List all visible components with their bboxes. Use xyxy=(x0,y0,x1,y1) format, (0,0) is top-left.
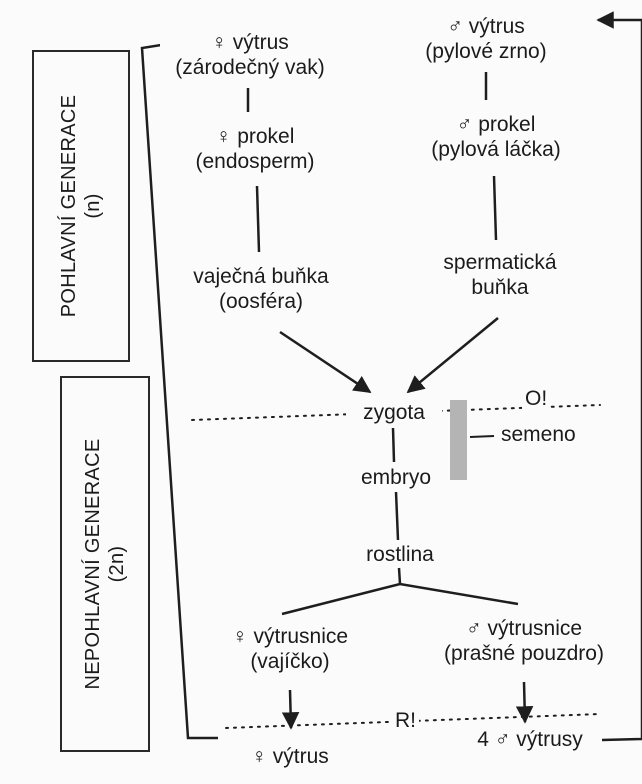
sperm-cell-node: spermatická buňka xyxy=(420,250,580,300)
seed-leader-line xyxy=(469,435,495,438)
female-prothallus-to-egg xyxy=(255,185,261,253)
female-sporangium-node: ♀ výtrusnice (vajíčko) xyxy=(206,624,374,674)
egg-cell-node: vaječná buňka (oosféra) xyxy=(170,264,352,314)
female-spore-result-node: ♀ výtrus xyxy=(234,744,346,769)
plant-node: rostlina xyxy=(350,542,450,567)
diploid-generation-box: NEPOHLAVNÍ GENERACE (2n) xyxy=(60,376,150,752)
female-spore-node: ♀ výtrus (zárodečný vak) xyxy=(160,30,340,80)
male-spore-node: ♂ výtrus (pylové zrno) xyxy=(402,14,570,64)
diploid-generation-label: NEPOHLAVNÍ GENERACE (2n) xyxy=(82,438,128,690)
right-cycle-line xyxy=(596,11,642,742)
reduction-marker: R! xyxy=(392,708,419,733)
embryo-node: embryo xyxy=(346,465,446,490)
zygote-to-embryo xyxy=(391,427,396,463)
haploid-generation-label: POHLAVNÍ GENERACE (n) xyxy=(58,94,104,318)
plant-stem xyxy=(397,567,402,585)
embryo-to-plant xyxy=(394,491,400,541)
male-sporangium-arrow xyxy=(515,681,534,724)
female-sporangium-arrow xyxy=(281,689,300,730)
sperm-to-zygote-arrow xyxy=(406,317,499,394)
male-prothallus-node: ♂ prokel (pylová láčka) xyxy=(410,112,582,162)
male-sporangium-node: ♂ výtrusnice (prašné pouzdro) xyxy=(424,616,624,666)
haploid-generation-box: POHLAVNÍ GENERACE (n) xyxy=(32,50,130,362)
seed-label: semeno xyxy=(498,422,579,447)
fertilization-marker: O! xyxy=(522,386,551,411)
male-prothallus-to-sperm xyxy=(492,175,498,241)
male-spores-result-node: 4 ♂ výtrusy xyxy=(460,727,600,752)
plant-branch xyxy=(281,582,519,616)
female-prothallus-node: ♀ prokel (endosperm) xyxy=(172,124,338,174)
egg-to-zygote-arrow xyxy=(279,330,372,394)
seed-bar xyxy=(450,400,467,480)
zygote-node: zygota xyxy=(346,400,442,425)
reduction-dotted-line xyxy=(225,713,601,729)
